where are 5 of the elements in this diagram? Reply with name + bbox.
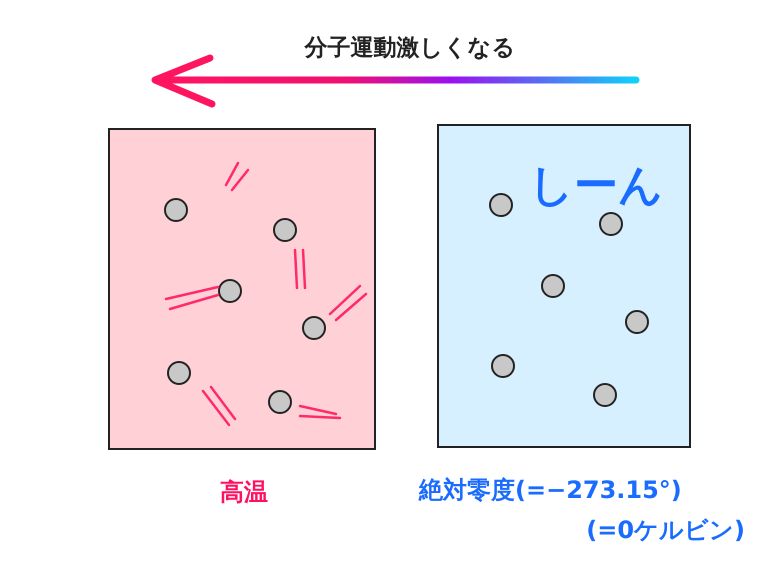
temperature-label: (=0ケルビン) — [586, 515, 745, 546]
sound-effect-text: しーん — [529, 159, 663, 213]
caption-text: 分子運動激しくなる — [303, 34, 516, 63]
temperature-label: 絶対零度(=−273.15°) — [419, 475, 682, 506]
temperature-label: 高温 — [219, 477, 269, 508]
